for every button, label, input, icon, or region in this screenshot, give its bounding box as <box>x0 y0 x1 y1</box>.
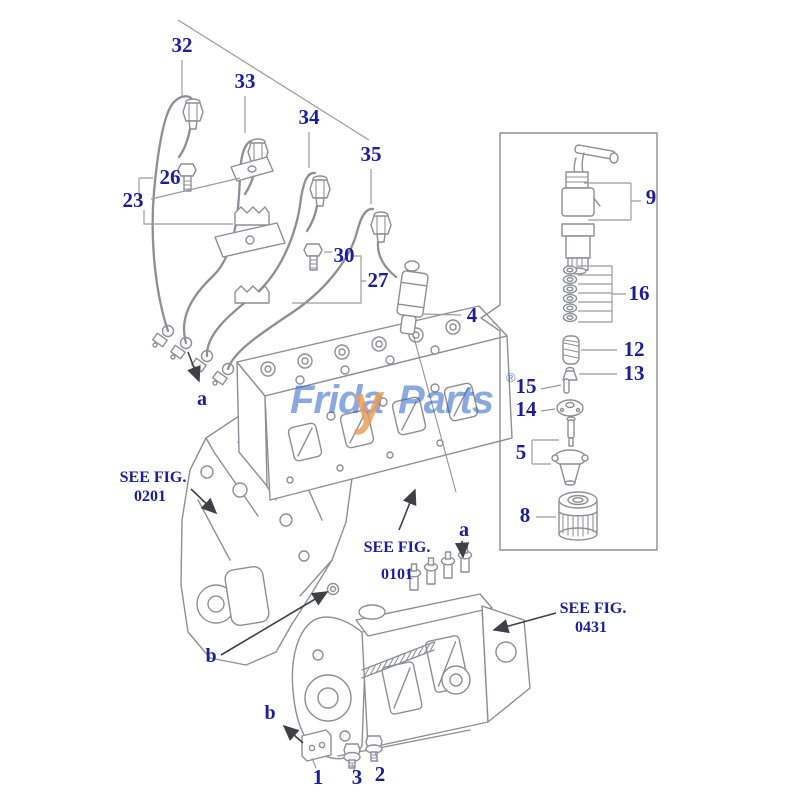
callout-13: 13 <box>624 361 645 385</box>
see-fig-0201-line2: 0201 <box>134 488 166 505</box>
watermark-text-right: Parts <box>398 378 493 422</box>
callout-2: 2 <box>375 762 386 786</box>
callout-3: 3 <box>352 765 363 789</box>
marker-a-pump: a <box>459 519 469 541</box>
callout-8: 8 <box>520 503 531 527</box>
view-marker-labels: a a b b <box>197 388 469 724</box>
watermark-text-left: Frida <box>290 378 384 422</box>
injector-assembly-art <box>561 144 619 275</box>
callout-23: 23 <box>123 188 144 212</box>
see-fig-0201-line1: SEE FIG. <box>120 469 187 486</box>
callout-35: 35 <box>361 142 382 166</box>
bolt-26-art <box>177 163 197 192</box>
leader-lines <box>138 19 641 772</box>
control-rack-art <box>361 641 436 679</box>
bolt-2-art <box>365 735 383 762</box>
injector-main-art <box>396 260 457 493</box>
retaining-nut-art <box>558 491 598 541</box>
callout-14: 14 <box>516 397 538 421</box>
callout-32: 32 <box>172 33 193 57</box>
callout-27: 27 <box>368 268 389 292</box>
callout-1: 1 <box>313 765 324 789</box>
callout-33: 33 <box>235 69 256 93</box>
plate-art <box>556 399 584 417</box>
marker-b-block: b <box>205 645 216 667</box>
callout-9: 9 <box>646 185 657 209</box>
spring-seat-art <box>562 366 578 381</box>
see-fig-0101-line2: 0101 <box>381 566 413 583</box>
callout-labels: 32 33 34 35 26 23 30 27 4 9 16 12 13 15 … <box>123 33 657 789</box>
shim-stack-art <box>562 265 578 323</box>
pin-art <box>563 378 570 394</box>
callout-12: 12 <box>624 337 645 361</box>
callout-34: 34 <box>299 105 321 129</box>
rocker-bosses <box>260 319 461 385</box>
marker-a-pipes: a <box>197 388 207 410</box>
see-fig-0431-line2: 0431 <box>575 619 607 636</box>
callout-26: 26 <box>160 165 181 189</box>
callout-16: 16 <box>629 281 650 305</box>
pipe-fittings-art <box>152 324 235 386</box>
callout-15: 15 <box>516 374 537 398</box>
bolt-3-art <box>343 743 361 769</box>
bolt-30-art <box>303 243 323 271</box>
pipe-clamps-art <box>214 156 286 304</box>
exhaust-ports <box>286 382 479 484</box>
cylinder-head-art <box>236 305 513 501</box>
see-fig-0431-line1: SEE FIG. <box>560 600 627 617</box>
injector-detail-box <box>480 132 658 551</box>
registered-mark: ® <box>506 370 516 385</box>
spring-art <box>562 335 580 365</box>
callout-5: 5 <box>516 440 527 464</box>
figure-reference-labels: SEE FIG. 0201 SEE FIG. 0101 SEE FIG. 043… <box>120 469 627 636</box>
mount-bracket-art <box>301 729 332 762</box>
callout-30: 30 <box>334 243 355 267</box>
see-fig-0101-line1: SEE FIG. <box>364 539 431 556</box>
nozzle-art <box>551 416 589 486</box>
injection-pump-art <box>291 545 531 760</box>
marker-b-bracket: b <box>264 702 275 724</box>
callout-4: 4 <box>467 303 478 327</box>
view-arrows <box>187 351 557 744</box>
